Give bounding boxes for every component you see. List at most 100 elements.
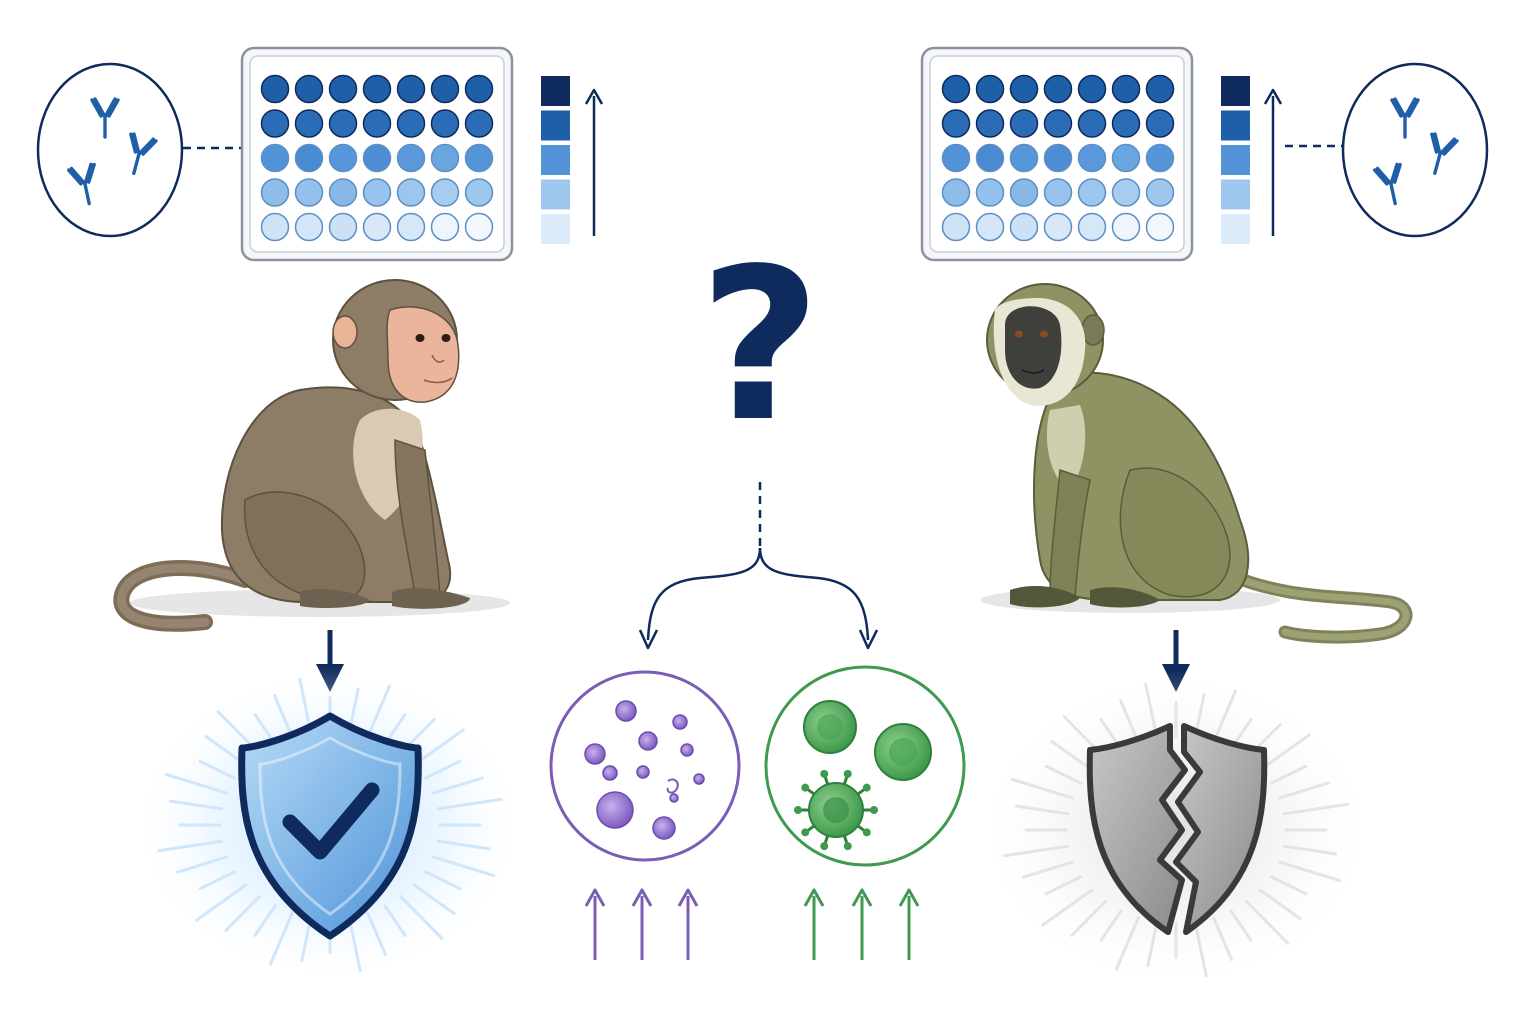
plate-well xyxy=(464,109,494,138)
plate-well xyxy=(1043,212,1073,242)
plate-well xyxy=(1043,109,1073,138)
plate-well xyxy=(1043,74,1073,104)
cytokine-particle xyxy=(652,816,676,840)
plate-well xyxy=(975,74,1005,104)
plate-well xyxy=(1145,178,1175,207)
plate-well xyxy=(464,74,494,104)
legend-swatch xyxy=(1221,179,1250,210)
left-intensity-legend xyxy=(541,76,604,244)
cytokine-particle xyxy=(602,765,618,781)
plate-well xyxy=(260,143,290,173)
plate-well xyxy=(294,143,324,173)
left-assay-plate xyxy=(240,46,514,262)
vervet-illustration xyxy=(980,283,1413,644)
plate-well xyxy=(328,74,358,104)
plate-well xyxy=(975,143,1005,173)
plate-well xyxy=(362,178,392,207)
plate-well xyxy=(328,178,358,207)
plate-well xyxy=(1009,74,1039,104)
plate-well xyxy=(396,109,426,138)
plate-well xyxy=(1111,74,1141,104)
plate-well xyxy=(1145,143,1175,173)
plate-well xyxy=(1009,109,1039,138)
cytokine-particle xyxy=(636,765,650,779)
cytokine-particle xyxy=(596,791,634,829)
plate-well xyxy=(430,212,460,242)
cytokine-particle xyxy=(615,700,637,722)
plate-well xyxy=(1145,74,1175,104)
plate-well xyxy=(1111,212,1141,242)
immune-cells-icon xyxy=(764,665,966,867)
cytokine-particle xyxy=(680,743,694,757)
plate-well xyxy=(1111,143,1141,173)
legend-swatch xyxy=(541,110,570,141)
plate-well xyxy=(328,109,358,138)
plate-well xyxy=(430,74,460,104)
legend-swatch xyxy=(1221,145,1250,175)
plate-well xyxy=(464,178,494,207)
plate-well xyxy=(1043,178,1073,207)
plate-well xyxy=(1009,212,1039,242)
branch-arrow-left xyxy=(646,547,762,641)
plate-well xyxy=(1145,212,1175,242)
shield-check-icon xyxy=(130,665,530,985)
plate-well xyxy=(1077,212,1107,242)
plate-well xyxy=(396,143,426,173)
right-antibody-bubble xyxy=(1285,62,1489,238)
legend-swatch xyxy=(541,145,570,175)
plate-well xyxy=(260,74,290,104)
plate-well xyxy=(1043,143,1073,173)
cytokine-particle xyxy=(669,793,679,803)
plate-well xyxy=(1009,178,1039,207)
intensity-swatches xyxy=(1221,76,1250,244)
virus-cell xyxy=(794,769,878,851)
plate-well xyxy=(362,109,392,138)
legend-swatch xyxy=(1221,110,1250,141)
plate-well xyxy=(1009,143,1039,173)
plate-well xyxy=(941,74,971,104)
legend-swatch xyxy=(541,214,570,244)
plate-well xyxy=(430,178,460,207)
plate-well xyxy=(260,178,290,207)
legend-swatch xyxy=(541,76,570,106)
plate-wells xyxy=(260,74,494,242)
plate-well xyxy=(1077,178,1107,207)
cytokine-particle xyxy=(672,714,688,730)
plate-well xyxy=(941,212,971,242)
cytokine-particles-icon xyxy=(549,670,741,862)
plate-well xyxy=(294,212,324,242)
intensity-swatches xyxy=(541,76,570,244)
plate-well xyxy=(362,74,392,104)
green-up-arrows xyxy=(803,888,920,960)
plate-well xyxy=(396,212,426,242)
plate-well xyxy=(975,109,1005,138)
branch-arrow-right xyxy=(758,547,870,641)
plate-well xyxy=(260,212,290,242)
plate-well xyxy=(464,212,494,242)
question-mark-symbol: ? xyxy=(638,223,879,650)
right-assay-plate xyxy=(920,46,1194,262)
macaque-illustration xyxy=(113,279,510,632)
plate-well xyxy=(975,178,1005,207)
legend-swatch xyxy=(1221,76,1250,106)
plate-well xyxy=(975,212,1005,242)
plate-well xyxy=(1145,109,1175,138)
plate-well xyxy=(396,74,426,104)
plate-well xyxy=(430,109,460,138)
plate-well xyxy=(328,143,358,173)
question-mark: ? xyxy=(699,223,821,468)
left-antibody-bubble xyxy=(36,62,244,238)
plate-well xyxy=(430,143,460,173)
plate-well xyxy=(362,212,392,242)
legend-swatch xyxy=(541,179,570,210)
plate-well xyxy=(1111,178,1141,207)
plate-well xyxy=(294,178,324,207)
plate-well xyxy=(362,143,392,173)
purple-up-arrows xyxy=(584,888,699,960)
broken-shield-icon xyxy=(976,670,1376,990)
plate-well xyxy=(294,74,324,104)
plate-well xyxy=(294,109,324,138)
cytokine-particle xyxy=(638,731,658,751)
